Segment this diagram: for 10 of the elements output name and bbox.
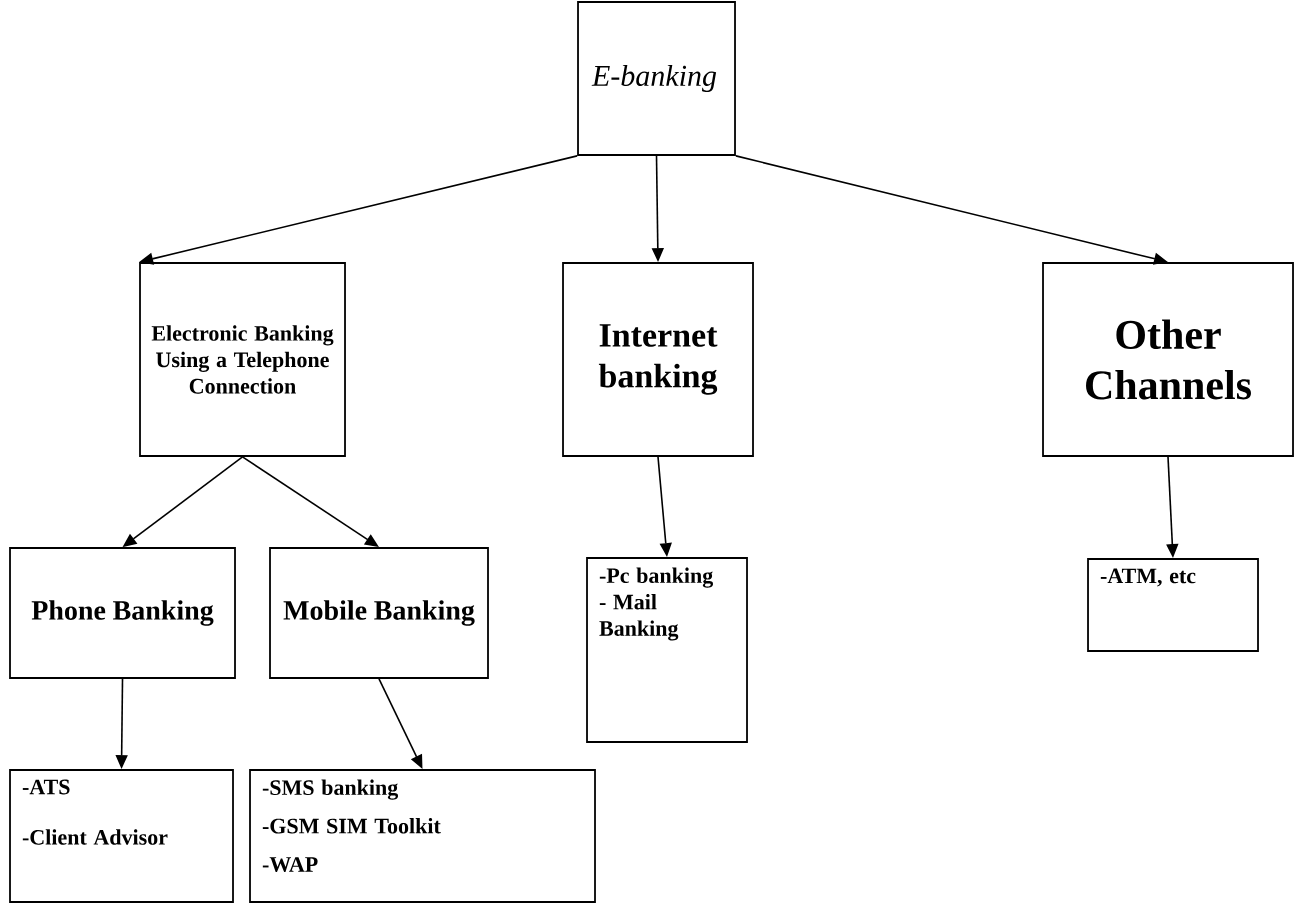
list-box: -SMS banking -GSM SIM Toolkit -WAP — [249, 769, 596, 903]
subcategory-box: Phone Banking — [9, 547, 236, 679]
category-box: Electronic Banking Using a Telephone Connection — [139, 262, 346, 457]
root-box: E-banking — [577, 1, 736, 156]
category-box: Other Channels — [1042, 262, 1294, 457]
list-box: -ATS -Client Advisor — [9, 769, 234, 903]
category-box: Internet banking — [562, 262, 754, 457]
list-box: -ATM, etc — [1087, 558, 1259, 652]
subcategory-box: Mobile Banking — [269, 547, 489, 679]
list-box: -Pc banking - Mail Banking — [586, 557, 748, 743]
